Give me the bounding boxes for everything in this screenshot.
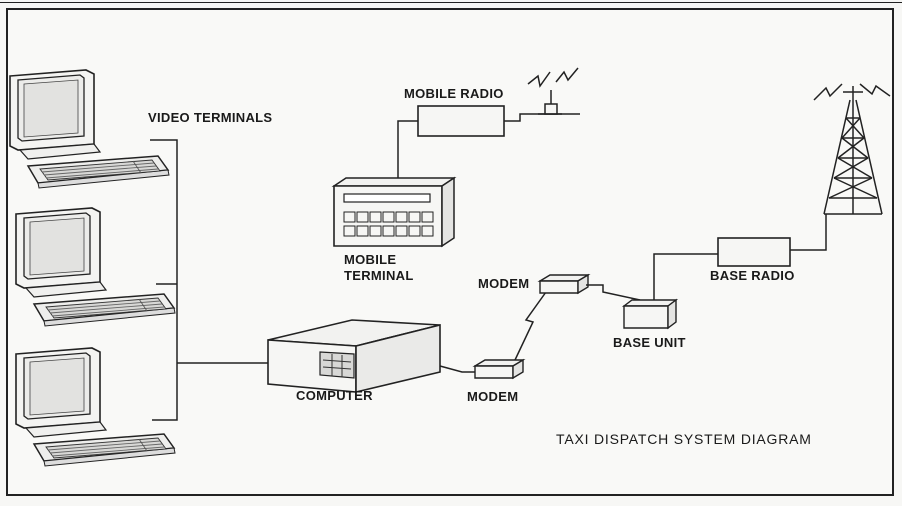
video-terminal-3 — [16, 348, 175, 466]
mobile-terminal — [334, 178, 454, 246]
video-terminal-2 — [16, 208, 175, 326]
phone-line — [515, 292, 546, 360]
base-unit-radio-wire — [654, 254, 718, 300]
diagram-title: TAXI DISPATCH SYSTEM DIAGRAM — [556, 431, 812, 447]
video-terminal-1 — [10, 70, 169, 188]
mobile-radio-antenna — [504, 68, 580, 121]
radio-tower-wire — [790, 214, 826, 250]
terminal-bus-wires — [150, 140, 268, 420]
base-unit — [624, 300, 676, 328]
radio-tower — [814, 84, 890, 214]
computer-unit — [268, 320, 440, 392]
modem-lower — [475, 360, 523, 378]
label-mobile-radio: MOBILE RADIO — [404, 86, 504, 101]
computer-modem-wire — [440, 366, 476, 372]
base-radio — [718, 238, 790, 266]
label-base-radio: BASE RADIO — [710, 268, 795, 283]
label-computer: COMPUTER — [296, 388, 373, 403]
label-video-terminals: VIDEO TERMINALS — [148, 110, 272, 125]
label-mobile-terminal-line2: TERMINAL — [344, 268, 414, 283]
label-mobile-terminal-line1: MOBILE — [344, 252, 396, 267]
modem-upper — [540, 275, 588, 293]
modem-base-unit-wire — [586, 285, 640, 300]
label-base-unit: BASE UNIT — [613, 335, 686, 350]
mobile-radio — [418, 106, 504, 136]
label-modem-lower: MODEM — [467, 389, 518, 404]
mobile-radio-terminal-wire — [398, 121, 418, 180]
label-modem-upper: MODEM — [478, 276, 529, 291]
